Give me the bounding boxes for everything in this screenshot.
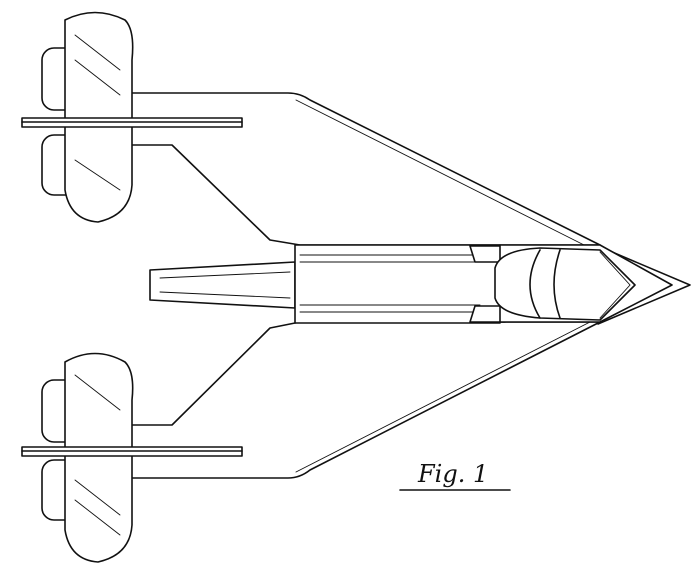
figure-label-text: Fig. 1: [417, 460, 488, 488]
upper-tail-assembly: [21, 11, 243, 223]
figure-label: Fig. 1: [399, 460, 511, 491]
fuselage: [149, 244, 673, 324]
lower-tail-assembly: [21, 352, 243, 563]
